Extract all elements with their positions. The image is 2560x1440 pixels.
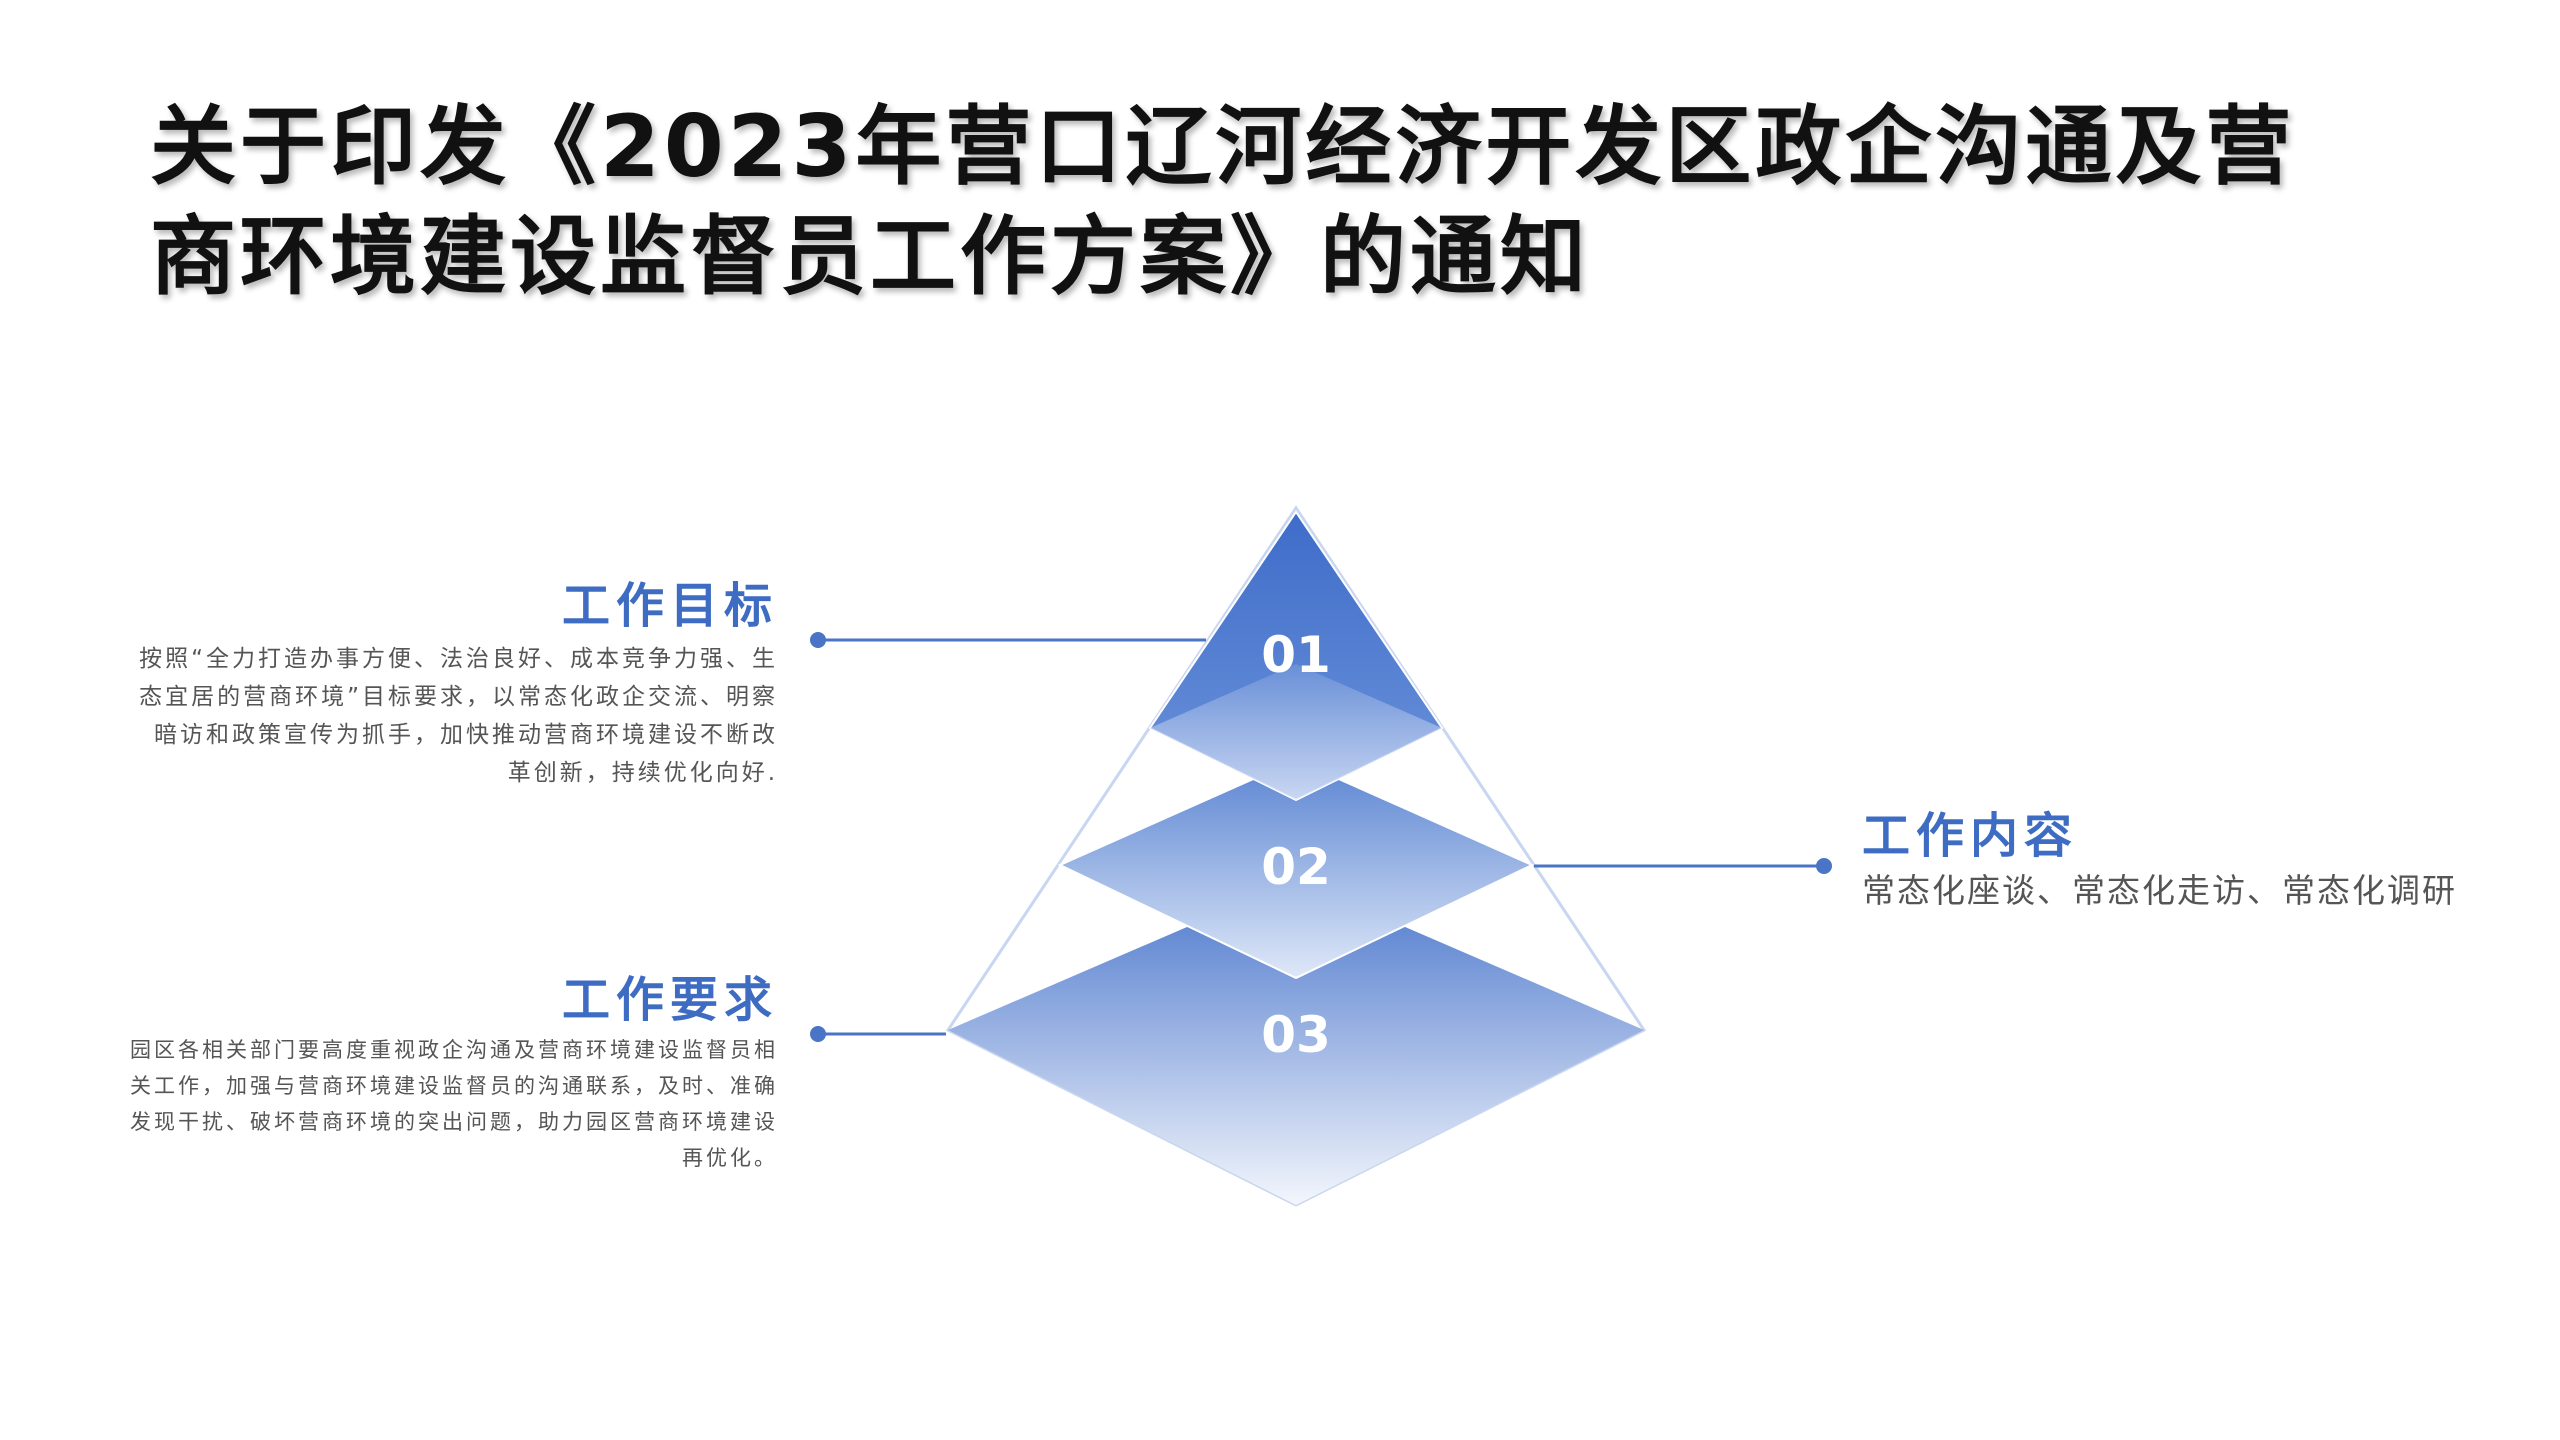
pyramid-label-03: 03 (1261, 1006, 1331, 1064)
goal-body: 按照“全力打造办事方便、法治良好、成本竞争力强、生态宜居的营商环境”目标要求，以… (139, 646, 778, 786)
pyramid-level-01-base (1150, 664, 1442, 800)
page-title: 关于印发《2023年营口辽河经济开发区政企沟通及营 商环境建设监督员工作方案》的… (150, 92, 2450, 312)
requirement-heading: 工作要求 (561, 972, 778, 1028)
goal-heading: 工作目标 (561, 578, 778, 634)
pyramid-label-01: 01 (1261, 626, 1331, 684)
content-heading: 工作内容 (1862, 808, 2079, 864)
content-body: 常态化座谈、常态化走访、常态化调研 (1862, 871, 2457, 910)
requirement-body: 园区各相关部门要高度重视政企沟通及营商环境建设监督员相关工作，加强与营商环境建设… (130, 1038, 778, 1170)
page-title-line1: 关于印发《2023年营口辽河经济开发区政企沟通及营 (150, 97, 2296, 197)
content-connector-dot (1816, 858, 1832, 874)
pyramid-level-02 (1057, 758, 1535, 980)
requirement-connector-dot (810, 1026, 826, 1042)
goal-connector-dot (810, 632, 826, 648)
page-title-line2: 商环境建设监督员工作方案》的通知 (150, 207, 1590, 307)
pyramid-label-02: 02 (1261, 838, 1331, 896)
pyramid-level-03 (948, 880, 1644, 1205)
